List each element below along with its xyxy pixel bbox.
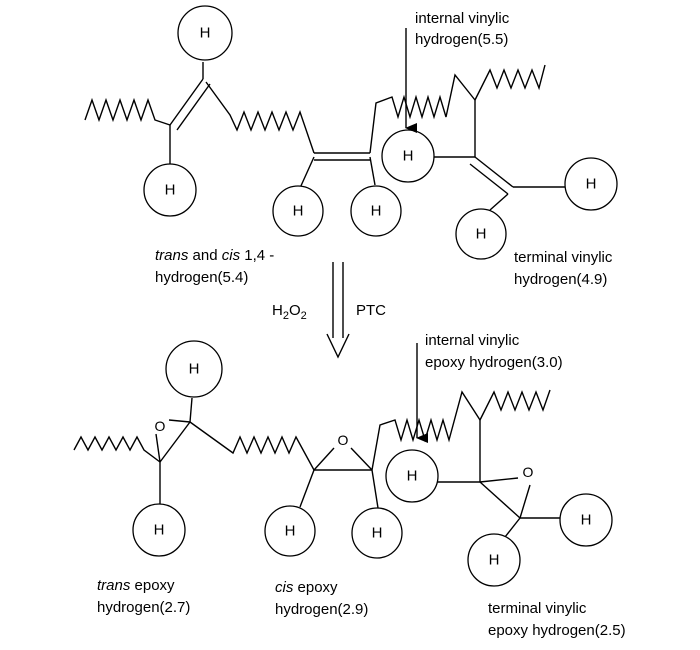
cis-h-bond-left <box>299 469 315 508</box>
epoxidized-chain <box>73 389 560 538</box>
hydrogen-atom: H <box>381 129 435 183</box>
middle-zigzag-bond <box>189 421 315 471</box>
reaction-arrow <box>326 262 350 359</box>
terminal-epoxy-label-line2: epoxy hydrogen(2.5) <box>488 622 626 639</box>
catalyst-label: PTC <box>356 302 386 319</box>
hydrogen-label: H <box>407 468 418 485</box>
hydrogen-atom: H <box>272 185 324 237</box>
trans-epoxy-label-line2: hydrogen(2.7) <box>97 599 190 616</box>
branch-tail-bond <box>474 64 546 101</box>
middle-zigzag-bond <box>205 81 315 154</box>
oxygen-label: O <box>155 418 166 434</box>
cis-h-bond-right <box>369 156 376 186</box>
trans-cis-label-line2: hydrogen(5.4) <box>155 269 248 286</box>
vinyl-double-bond-b <box>469 163 509 195</box>
vinyl-double-bond-a <box>474 156 514 188</box>
terminal-epoxide-cc-bond <box>479 481 521 519</box>
cis-epoxide-co-bond-left <box>313 447 335 471</box>
hydrogen-label: H <box>586 176 597 193</box>
hydrogen-atom: H <box>455 208 507 260</box>
internal-epoxy-label-line2: epoxy hydrogen(3.0) <box>425 354 563 371</box>
hydrogen-label: H <box>200 25 211 42</box>
terminal-epoxide-co-bond-b <box>519 484 531 519</box>
oxygen-label: O <box>523 464 534 480</box>
hydrogen-label: H <box>403 148 414 165</box>
cis-h-bond-left <box>299 156 315 189</box>
hydrogen-label: H <box>293 203 304 220</box>
hydrogen-atom: H <box>132 503 186 557</box>
terminal-h-bond-down <box>504 517 521 538</box>
hydrogen-label: H <box>581 512 592 529</box>
vinyl-terminal-h-bond-down <box>489 193 509 211</box>
hydrogen-label: H <box>154 522 165 539</box>
polybutadiene-chain <box>84 62 565 211</box>
hydrogen-atom: H <box>559 493 613 547</box>
trans-double-bond-b <box>176 83 211 131</box>
trans-epoxide-cc-bond <box>159 421 191 463</box>
terminal-vinylic-label-line1: terminal vinylic <box>514 249 613 266</box>
hydrogen-label: H <box>372 525 383 542</box>
hydrogen-atom: H <box>177 5 233 61</box>
trans-double-bond-a <box>169 78 204 126</box>
hydrogen-atom: H <box>564 157 618 211</box>
trans-epoxy-label-line1: trans epoxy <box>97 577 175 594</box>
cis-h-bond-right <box>371 469 379 509</box>
terminal-vinylic-label-line2: hydrogen(4.9) <box>514 271 607 288</box>
hydrogen-atom: H <box>264 505 316 557</box>
trans-epoxide-co-bond-a <box>155 433 161 463</box>
hydrogen-label: H <box>165 182 176 199</box>
left-tail-bond <box>84 97 171 126</box>
terminal-epoxide-co-bond-a <box>479 477 519 483</box>
right-zigzag-bond <box>371 390 481 471</box>
trans-h-bond-up <box>189 397 193 423</box>
hydrogen-atom: H <box>165 340 223 398</box>
hydrogen-label: H <box>476 226 487 243</box>
hydrogen-atom: H <box>467 533 521 587</box>
hydrogen-atom: H <box>350 185 402 237</box>
trans-epoxide-co-bond-b <box>168 419 191 423</box>
internal-epoxy-label-line1: internal vinylic <box>425 332 520 349</box>
hydrogen-label: H <box>189 361 200 378</box>
hydrogen-label: H <box>285 523 296 540</box>
trans-cis-label-line1: trans and cis 1,4 - <box>155 247 274 264</box>
hydrogen-label: H <box>371 203 382 220</box>
left-tail-bond <box>73 435 161 463</box>
trans-word: trans <box>155 247 189 264</box>
internal-vinylic-label-line1: internal vinylic <box>415 10 510 27</box>
hydrogen-atom: H <box>143 163 197 217</box>
oxygen-label: O <box>338 432 349 448</box>
cis-epoxide-co-bond-right <box>350 447 373 471</box>
cis-word: cis <box>222 247 241 264</box>
terminal-epoxy-label-line1: terminal vinylic <box>488 600 587 617</box>
reagent-label: H2O2 <box>272 302 307 322</box>
and-word: and <box>188 247 221 264</box>
top-hydrogen-atoms: H H H H H H H <box>143 5 618 260</box>
cis-epoxy-label-line2: hydrogen(2.9) <box>275 601 368 618</box>
position-text: 1,4 - <box>240 247 274 264</box>
branch-tail-bond <box>479 389 551 421</box>
hydrogen-atom: H <box>351 507 403 559</box>
bottom-hydrogen-atoms: H H H H H H H <box>132 340 613 587</box>
hydrogen-atom: H <box>385 449 439 503</box>
hydrogen-label: H <box>489 552 500 569</box>
right-zigzag-bond <box>369 73 476 154</box>
cis-epoxy-label-line1: cis epoxy <box>275 579 338 596</box>
internal-vinylic-label-line2: hydrogen(5.5) <box>415 31 508 48</box>
